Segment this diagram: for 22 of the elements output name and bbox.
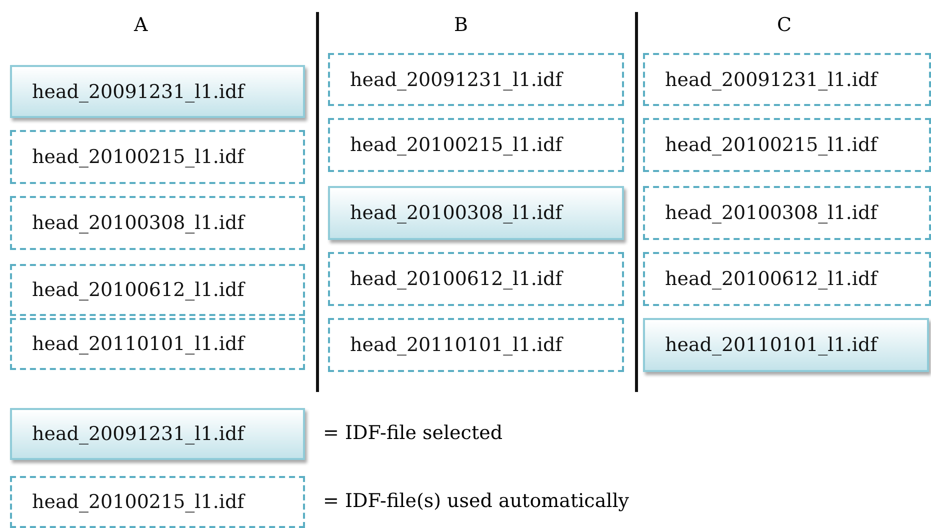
file-box: head_20091231_l1.idf <box>643 53 931 106</box>
file-box: head_20100215_l1.idf <box>10 476 305 528</box>
file-box: head_20100308_l1.idf <box>643 186 931 240</box>
file-box: head_20091231_l1.idf <box>328 53 624 106</box>
selected-file-box: head_20091231_l1.idf <box>10 65 305 118</box>
file-box: head_20100215_l1.idf <box>643 118 931 172</box>
selected-file-box: head_20110101_l1.idf <box>643 318 929 372</box>
file-box: head_20100308_l1.idf <box>10 196 305 250</box>
column-heading: C <box>777 14 792 36</box>
file-box: head_20110101_l1.idf <box>10 318 305 370</box>
file-box: head_20100215_l1.idf <box>10 130 305 184</box>
column-heading: B <box>454 14 468 36</box>
legend-text: = IDF-file(s) used automatically <box>323 490 630 512</box>
file-box: head_20100612_l1.idf <box>643 252 931 306</box>
column-heading: A <box>134 14 148 36</box>
legend-text: = IDF-file selected <box>323 422 502 444</box>
selected-file-box: head_20091231_l1.idf <box>10 408 305 460</box>
file-box: head_20110101_l1.idf <box>328 318 624 372</box>
file-box: head_20100612_l1.idf <box>328 252 624 306</box>
file-box: head_20100612_l1.idf <box>10 264 305 316</box>
file-box: head_20100215_l1.idf <box>328 118 624 172</box>
selected-file-box: head_20100308_l1.idf <box>328 186 624 240</box>
